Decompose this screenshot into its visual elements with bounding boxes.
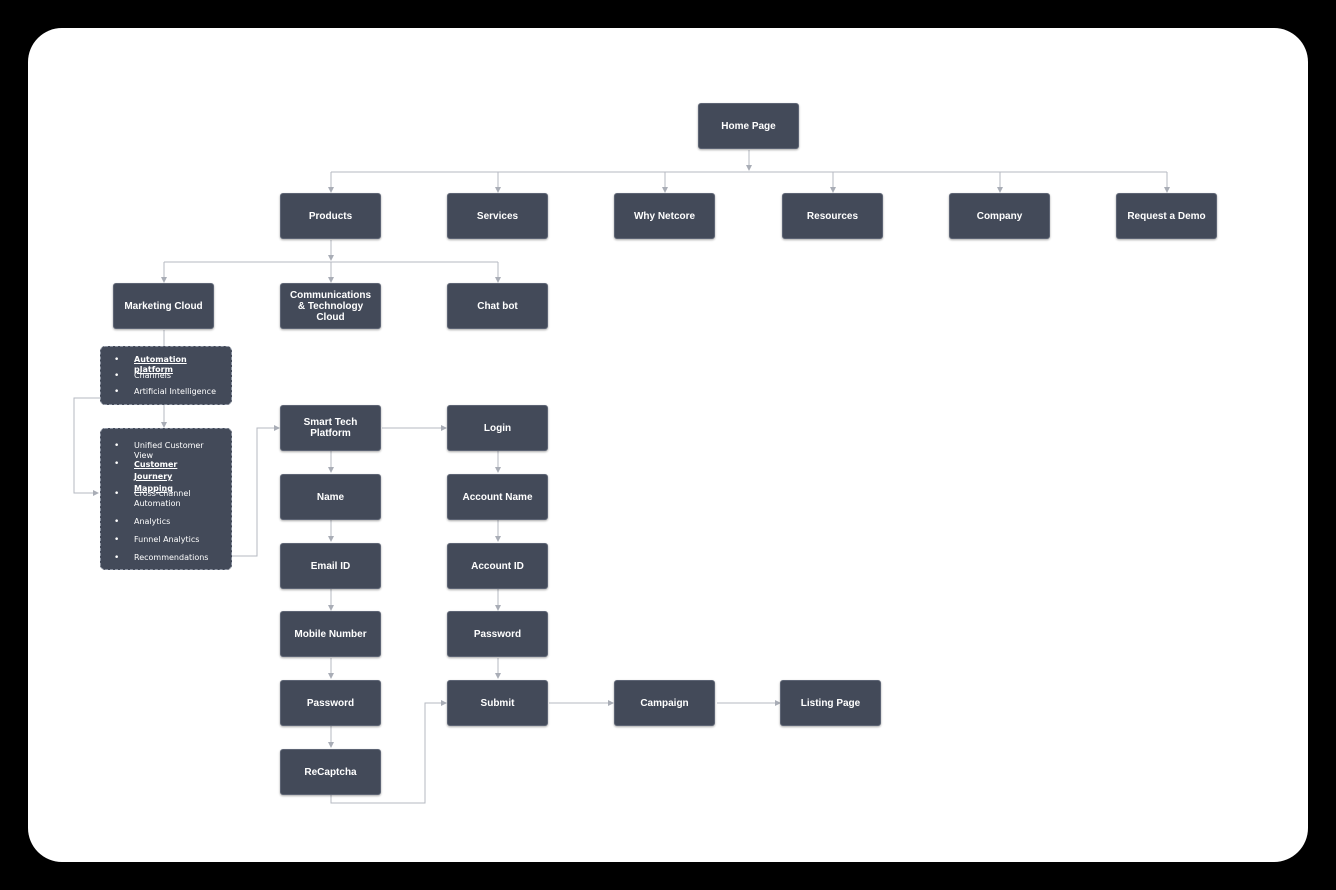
node-label: Request a Demo <box>1127 210 1206 222</box>
node-submit[interactable]: Submit <box>447 680 548 726</box>
node-products[interactable]: Products <box>280 193 381 239</box>
menu-item-label: Funnel Analytics <box>134 535 200 544</box>
menu-item-label: Cross-channel Automation <box>134 489 191 508</box>
node-label: Mobile Number <box>294 628 367 640</box>
node-mobile-number[interactable]: Mobile Number <box>280 611 381 657</box>
node-label: Password <box>473 628 522 640</box>
node-email-id[interactable]: Email ID <box>280 543 381 589</box>
menu-item-label: Analytics <box>134 517 171 526</box>
node-account-name[interactable]: Account Name <box>447 474 548 520</box>
node-company[interactable]: Company <box>949 193 1050 239</box>
node-name[interactable]: Name <box>280 474 381 520</box>
node-chat-bot[interactable]: Chat bot <box>447 283 548 329</box>
node-services[interactable]: Services <box>447 193 548 239</box>
node-label: Marketing Cloud <box>124 300 203 312</box>
marketing-cloud-menu: • Automation platform • Channels • Artif… <box>100 346 232 405</box>
menu-item-label: Artificial Intelligence <box>134 387 216 396</box>
node-label: Home Page <box>721 120 776 132</box>
node-request-demo[interactable]: Request a Demo <box>1116 193 1217 239</box>
node-resources[interactable]: Resources <box>782 193 883 239</box>
node-label: Products <box>308 210 353 222</box>
node-smart-tech-platform[interactable]: Smart Tech Platform <box>280 405 381 451</box>
node-label: Submit <box>480 697 515 709</box>
automation-platform-menu: • Unified Customer View • Customer Journ… <box>100 428 232 570</box>
node-label: Why Netcore <box>633 210 696 222</box>
node-label: Company <box>976 210 1023 222</box>
node-recaptcha[interactable]: ReCaptcha <box>280 749 381 795</box>
node-label: Password <box>306 697 355 709</box>
menu-item-label: Channels <box>134 371 172 380</box>
node-home-page[interactable]: Home Page <box>698 103 799 149</box>
node-why-netcore[interactable]: Why Netcore <box>614 193 715 239</box>
node-label: Account ID <box>471 560 524 572</box>
node-label: Communications & Technology Cloud <box>289 289 372 323</box>
node-password-signup[interactable]: Password <box>280 680 381 726</box>
node-listing-page[interactable]: Listing Page <box>780 680 881 726</box>
node-label: Smart Tech Platform <box>303 417 358 439</box>
node-account-id[interactable]: Account ID <box>447 543 548 589</box>
node-marketing-cloud[interactable]: Marketing Cloud <box>113 283 214 329</box>
node-label: Login <box>483 422 512 434</box>
node-communications-cloud[interactable]: Communications & Technology Cloud <box>280 283 381 329</box>
node-label: Listing Page <box>800 697 861 709</box>
menu-item-label: Automation platform <box>134 355 187 374</box>
connector-menu-loop <box>73 397 100 496</box>
connector-recaptcha-to-submit <box>330 700 447 804</box>
node-label: Campaign <box>640 697 689 709</box>
menu-item-label: Customer Journery Mapping <box>134 460 178 493</box>
node-campaign[interactable]: Campaign <box>614 680 715 726</box>
node-label: Resources <box>806 210 859 222</box>
node-password-login[interactable]: Password <box>447 611 548 657</box>
node-label: Services <box>476 210 519 222</box>
node-label: Account Name <box>462 491 533 503</box>
node-label: ReCaptcha <box>304 766 357 778</box>
menu-item-label: Recommendations <box>134 553 209 562</box>
node-label: Email ID <box>310 560 351 572</box>
node-label: Name <box>316 491 345 503</box>
node-label: Chat bot <box>477 300 518 312</box>
connector-recommendations-to-smart-tech <box>232 425 280 557</box>
node-login[interactable]: Login <box>447 405 548 451</box>
menu-item-label: Unified Customer View <box>134 441 204 460</box>
